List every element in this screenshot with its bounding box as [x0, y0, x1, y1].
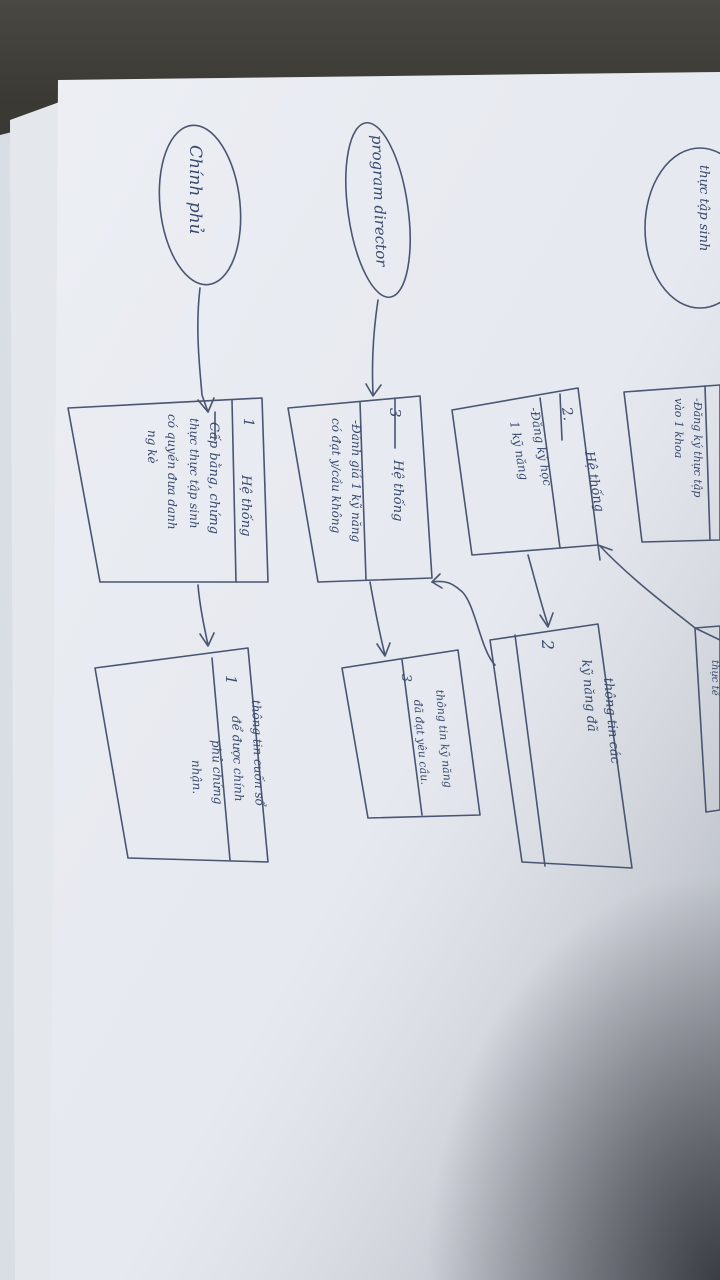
arrow-box1-to-store1	[197, 584, 209, 646]
box-1-line-3: có quyền đưa danh	[165, 414, 180, 530]
box-top-right-line-1: -Đăng ký thực tập	[691, 398, 704, 497]
ellipse-program-director: program director	[345, 121, 411, 299]
box-2-he-thong: 2. Hệ thống -Đăng ký học 1 kỹ năng	[451, 387, 608, 556]
store-2-number: 2	[538, 638, 557, 650]
store-1: 1 thông tin cuốn sổ để được chính phủ ch…	[94, 647, 269, 863]
store-2-line-2: kỹ năng đã	[578, 659, 599, 733]
box-3-header: Hệ thống	[390, 459, 406, 521]
box-top-right-line-2: vào 1 khoa	[672, 398, 685, 458]
box-1-line-4: ng kè	[145, 430, 159, 464]
box-3-number: 3	[386, 408, 404, 418]
box-1-line-2: thực thực tập sinh	[187, 418, 201, 529]
box-2-line-2: 1 kỹ năng	[507, 420, 531, 481]
store-3-line-2: đã đạt yêu cầu.	[411, 699, 431, 785]
store-3: 3 thông tin kỹ năng đã đạt yêu cầu.	[341, 649, 481, 819]
arrow-box3-to-store3	[369, 581, 386, 656]
box-right-edge-label: thực tế	[709, 660, 720, 698]
store-1-line-4: nhận.	[189, 760, 204, 795]
arrow-chinh-phu-to-box1	[197, 287, 209, 413]
ellipse-chinh-phu: Chính phủ	[158, 124, 242, 286]
box-top-right: -Đăng ký thực tập vào 1 khoa	[623, 384, 720, 543]
box-2-header: Hệ thống	[581, 449, 608, 513]
arrow-right-to-box2	[599, 545, 720, 641]
store-1-line-3: phủ chứng	[209, 740, 225, 805]
box-1-line-1: Cấp bằng, chứng	[206, 422, 222, 534]
ellipse-thuc-tap-sinh-label: thực tập sinh	[696, 165, 711, 251]
store-2-line-1: thông tin các	[600, 677, 623, 765]
back-paper-2	[10, 100, 65, 1280]
store-1-number: 1	[222, 675, 240, 685]
box-3-he-thong: 3 Hệ thống -Đánh giá 1 kỹ năng có đạt y/…	[287, 395, 433, 583]
box-2-number: 2.	[558, 405, 576, 422]
arrow-store2-to-box3	[431, 580, 496, 666]
box-right-edge: thực tế	[694, 625, 720, 813]
ellipse-program-director-label: program director	[368, 135, 391, 268]
store-3-line-1: thông tin kỹ năng	[433, 689, 455, 788]
arrow-box2-to-store2	[527, 554, 549, 626]
ellipse-thuc-tap-sinh: thực tập sinh	[644, 147, 720, 309]
box-1-header: Hệ thống	[238, 474, 254, 536]
box-1-he-thong: 1 Hệ thống Cấp bằng, chứng thực thực tập…	[67, 397, 269, 583]
store-1-line-2: để được chính	[229, 716, 247, 802]
store-3-number: 3	[398, 674, 413, 683]
arrow-director-to-box3	[371, 299, 379, 396]
box-3-line-2: có đạt y/cầu không	[329, 418, 344, 534]
ellipse-chinh-phu-label: Chính phủ	[185, 145, 205, 234]
box-1-number: 1	[240, 418, 256, 427]
box-3-line-1: -Đánh giá 1 kỹ năng	[349, 420, 363, 543]
store-2: 2 thông tin các kỹ năng đã	[489, 623, 633, 869]
store-1-line-1: thông tin cuốn sổ	[249, 700, 268, 808]
